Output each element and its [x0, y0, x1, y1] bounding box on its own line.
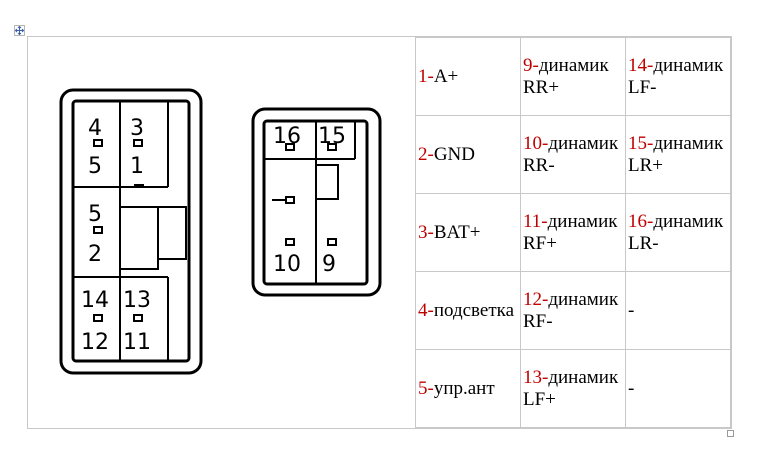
move-arrows-icon: [15, 26, 24, 35]
table-row: 4-подсветка 12-динамик RF- -: [415, 271, 731, 350]
pin-cell: 2-GND: [415, 115, 521, 194]
table-row: 5-упр.ант 13-динамик LF+ -: [415, 349, 731, 428]
table-move-handle[interactable]: [14, 25, 25, 36]
document-table: [27, 36, 732, 429]
table-row: 3-BAT+ 11-динамик RF+ 16-динамик LR-: [415, 193, 731, 272]
pin-label: 13: [123, 288, 151, 313]
pin-label: 5: [88, 154, 102, 179]
pin-label: 2: [88, 242, 102, 267]
pin-label: 15: [318, 124, 346, 149]
pin-cell: 13-динамик LF+: [520, 349, 626, 428]
pin-cell: 1-A+: [415, 37, 521, 116]
pin-cell: 10-динамик RR-: [520, 115, 626, 194]
table-row: 1-A+ 9-динамик RR+ 14-динамик LF-: [415, 37, 731, 116]
pin-cell: 5-упр.ант: [415, 349, 521, 428]
pin-label: 4: [88, 116, 102, 141]
pin-label: 5: [88, 202, 102, 227]
table-resize-handle[interactable]: [727, 430, 734, 437]
pin-cell: 9-динамик RR+: [520, 37, 626, 116]
pin-cell: 4-подсветка: [415, 271, 521, 350]
pin-label: 14: [81, 288, 109, 313]
pin-cell: 11-динамик RF+: [520, 193, 626, 272]
pin-cell: -: [625, 349, 731, 428]
connector-diagram: 4 3 5 1 5 2 14 13 12 11 16: [59, 88, 382, 375]
pin-label: 11: [123, 330, 151, 355]
pin-label: 1: [130, 154, 144, 179]
pin-cell: -: [625, 271, 731, 350]
pin-cell: 15-динамик LR+: [625, 115, 731, 194]
pin-label: 10: [273, 252, 301, 277]
pin-cell: 3-BAT+: [415, 193, 521, 272]
pinout-table: 1-A+ 9-динамик RR+ 14-динамик LF- 2-GND …: [415, 37, 731, 428]
connector-diagram-cell: 4 3 5 1 5 2 14 13 12 11 16: [28, 37, 414, 428]
pin-label: 16: [273, 124, 301, 149]
connector-b-labels: 16 15 10 9: [273, 124, 346, 277]
pin-label: 12: [81, 330, 109, 355]
pin-cell: 14-динамик LF-: [625, 37, 731, 116]
pin-cell: 12-динамик RF-: [520, 271, 626, 350]
table-row: 2-GND 10-динамик RR- 15-динамик LR+: [415, 115, 731, 194]
connector-b: [251, 107, 382, 297]
pin-label: 9: [322, 252, 336, 277]
connector-a: [59, 88, 203, 375]
pin-cell: 16-динамик LR-: [625, 193, 731, 272]
pin-label: 3: [130, 116, 144, 141]
connector-a-labels: 4 3 5 1 5 2 14 13 12 11: [81, 116, 151, 355]
